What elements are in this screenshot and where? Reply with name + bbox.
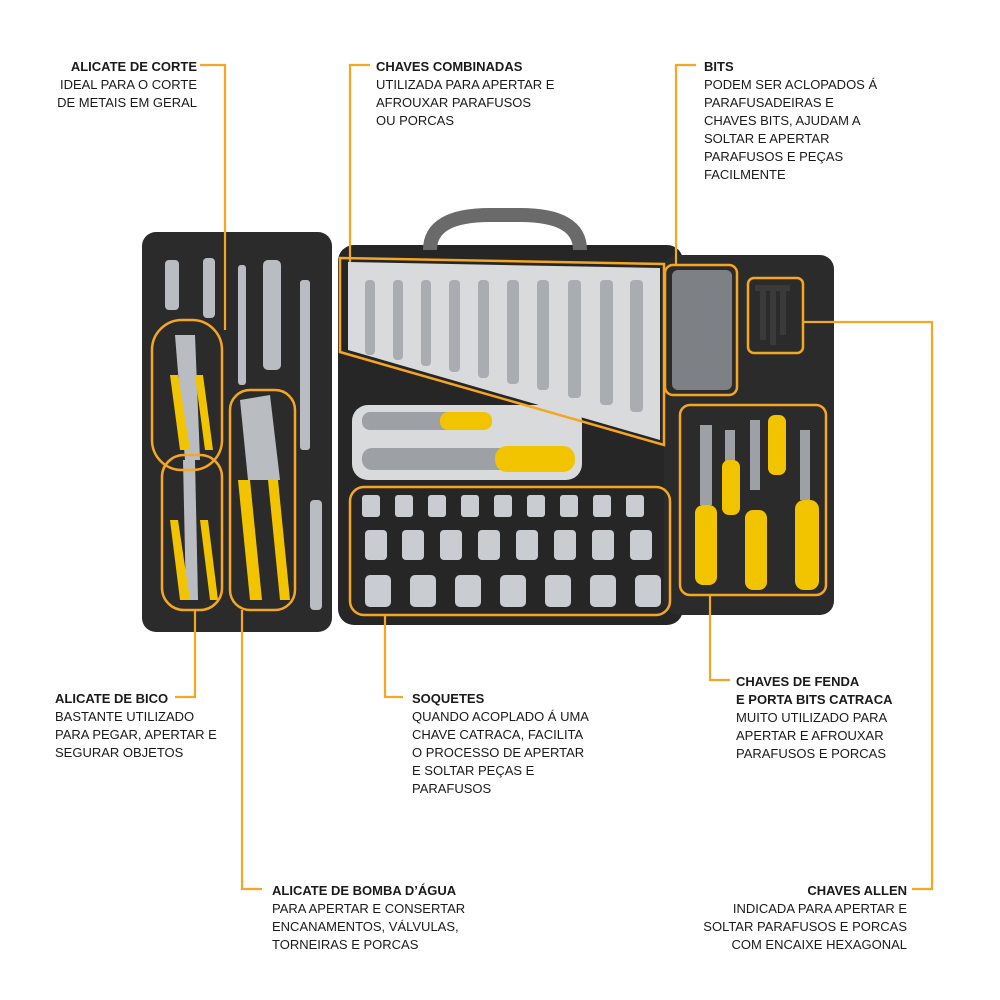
- callout-title: CHAVES ALLEN: [807, 883, 907, 898]
- callout-title: CHAVES DE FENDA E PORTA BITS CATRACA: [736, 674, 893, 707]
- callout-description: PODEM SER ACLOPADOS Á PARAFUSADEIRAS E C…: [704, 77, 878, 182]
- callout-description: PARA APERTAR E CONSERTAR ENCANAMENTOS, V…: [272, 901, 466, 952]
- highlight-outlines: [150, 256, 828, 617]
- callout-chaves-allen: CHAVES ALLEN INDICADA PARA APERTAR E SOL…: [670, 882, 907, 954]
- callout-alicate-corte: ALICATE DE CORTE IDEAL PARA O CORTE DE M…: [40, 58, 197, 112]
- callout-title: SOQUETES: [412, 691, 485, 706]
- callout-bits: BITS PODEM SER ACLOPADOS Á PARAFUSADEIRA…: [704, 58, 904, 184]
- callout-description: INDICADA PARA APERTAR E SOLTAR PARAFUSOS…: [703, 901, 907, 952]
- callout-alicate-bico: ALICATE DE BICO BASTANTE UTILIZADO PARA …: [55, 690, 255, 762]
- cutting-pliers: [170, 335, 213, 460]
- callout-title: BITS: [704, 59, 734, 74]
- ratchet-large-handle: [495, 446, 575, 472]
- callout-soquetes: SOQUETES QUANDO ACOPLADO Á UMA CHAVE CAT…: [412, 690, 632, 798]
- callout-description: QUANDO ACOPLADO Á UMA CHAVE CATRACA, FAC…: [412, 709, 589, 796]
- leader-lines: [175, 63, 934, 891]
- ratchet-large: [362, 448, 512, 470]
- callout-title: ALICATE DE BOMBA D’ÁGUA: [272, 883, 457, 898]
- callout-alicate-bomba: ALICATE DE BOMBA D’ÁGUA PARA APERTAR E C…: [272, 882, 512, 954]
- combination-wrenches: [365, 280, 643, 412]
- callout-description: IDEAL PARA O CORTE DE METAIS EM GERAL: [57, 77, 197, 110]
- callout-chaves-combinadas: CHAVES COMBINADAS UTILIZADA PARA APERTAR…: [376, 58, 596, 130]
- screwdrivers: [695, 415, 819, 590]
- case-handle: [423, 208, 587, 251]
- bits-holder: [672, 270, 732, 390]
- callout-description: MUITO UTILIZADO PARA APERTAR E AFROUXAR …: [736, 710, 888, 761]
- callout-title: ALICATE DE BICO: [55, 691, 169, 706]
- callout-chaves-fenda: CHAVES DE FENDA E PORTA BITS CATRACA MUI…: [736, 673, 936, 763]
- ratchet-small-handle: [440, 412, 492, 430]
- left-socket-accessories: [165, 258, 322, 610]
- sockets: [362, 495, 661, 607]
- callout-title: ALICATE DE CORTE: [70, 59, 197, 74]
- allen-keys: [755, 285, 790, 345]
- callout-description: UTILIZADA PARA APERTAR E AFROUXAR PARAFU…: [376, 77, 555, 128]
- callout-title: CHAVES COMBINADAS: [376, 59, 523, 74]
- callout-description: BASTANTE UTILIZADO PARA PEGAR, APERTAR E…: [55, 709, 217, 760]
- needle-nose-pliers: [170, 460, 218, 600]
- water-pump-pliers: [238, 395, 290, 600]
